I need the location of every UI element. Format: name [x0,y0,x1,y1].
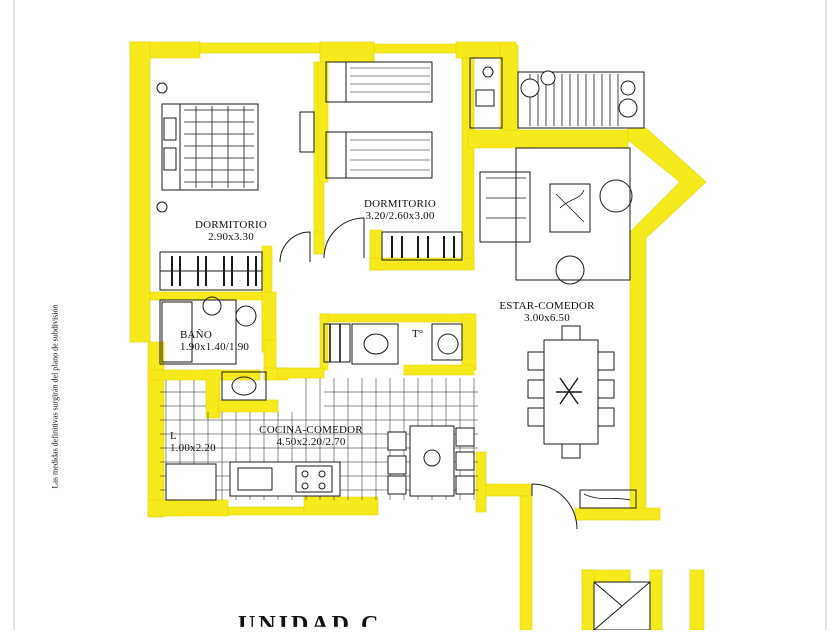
room-dims: 1.90x1.40/1.90 [180,341,250,353]
room-label-dormitorio-2: DORMITORIO 3.20/2.60x3.00 [350,198,450,222]
room-name: DORMITORIO [363,198,437,210]
furniture [156,57,651,630]
room-dims: 3.00x6.50 [524,312,570,324]
room-label-bano: BAÑO 1.90x1.40/1.90 [180,329,249,353]
room-label-lavadero: L 1.00x2.20 [170,430,216,454]
unit-title: UNIDAD C [238,612,382,638]
room-dims: 1.00x2.20 [170,442,216,454]
side-note: Las medidas definitivas surgirán del pla… [50,304,60,489]
room-label-dormitorio-1: DORMITORIO 2.90x3.30 [186,219,276,243]
room-name: ESTAR-COMEDOR [499,300,595,312]
room-name: BAÑO [180,329,212,341]
room-label-estar-comedor: ESTAR-COMEDOR 3.00x6.50 [492,300,602,324]
room-name: COCINA-COMEDOR [259,424,363,436]
room-name: L [170,430,177,442]
room-label-cocina-comedor: COCINA-COMEDOR 4.50x2.20/2.70 [246,424,376,448]
room-dims: 4.50x2.20/2.70 [276,436,346,448]
toilette-label: T° [412,328,424,340]
room-dims: 2.90x3.30 [208,231,254,243]
room-name: DORMITORIO [194,219,268,231]
room-dims: 3.20/2.60x3.00 [365,210,435,222]
